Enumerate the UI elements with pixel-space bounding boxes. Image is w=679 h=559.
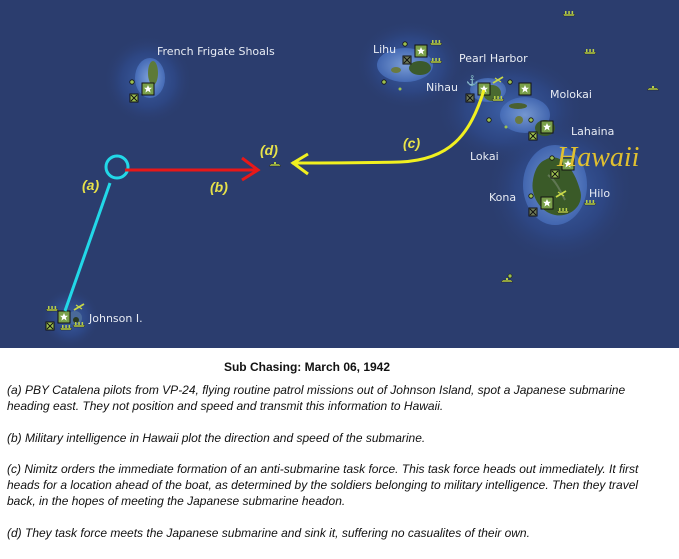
label-kona: Kona [489,191,517,204]
svg-text:⚓: ⚓ [466,74,478,87]
map-view[interactable]: ⚓ [0,0,679,348]
caption-paragraph-c: (c) Nimitz orders the immediate formatio… [7,462,639,508]
route-c-task-force-path [290,89,486,176]
route-marker-c: (c) [403,135,421,151]
ship-icon [583,48,597,55]
label-pearl-harbor: Pearl Harbor [459,52,528,65]
label-french-frigate-shoals: French Frigate Shoals [157,45,275,58]
route-a-patrol-path [63,154,130,312]
caption-paragraph-d: (d) They task force meets the Japanese s… [7,526,530,540]
label-lihu: Lihu [373,43,397,56]
french-frigate-shoals-island [103,35,193,125]
label-molokai: Molokai [550,88,592,101]
japanese-submarine-icon [268,161,282,167]
caption-paragraph-b: (b) Military intelligence in Hawaii plot… [7,431,426,445]
ship-icon [500,273,514,283]
route-marker-b: (b) [210,179,228,195]
route-marker-d: (d) [260,142,278,158]
caption-paragraph-a: (a) PBY Catalena pilots from VP-24, flyi… [7,383,626,413]
hawaiian-islands [355,20,635,265]
route-b-sub-track-arrow [125,156,261,182]
label-hilo: Hilo [589,187,611,200]
label-johnson-island: Johnson I. [89,312,143,325]
route-marker-a: (a) [82,177,100,193]
ship-icon [562,10,576,17]
label-nihau: Nihau [426,81,458,94]
label-hawaii: Hawaii [557,142,640,173]
caption-title: Sub Chasing: March 06, 1942 [223,360,391,374]
caption-panel: Sub Chasing: March 06, 1942 (a) PBY Cata… [0,348,679,559]
label-lahaina: Lahaina [571,125,615,138]
map-graphics: ⚓ [40,10,660,348]
submarine-icon [646,85,660,91]
label-lokai: Lokai [470,150,499,163]
